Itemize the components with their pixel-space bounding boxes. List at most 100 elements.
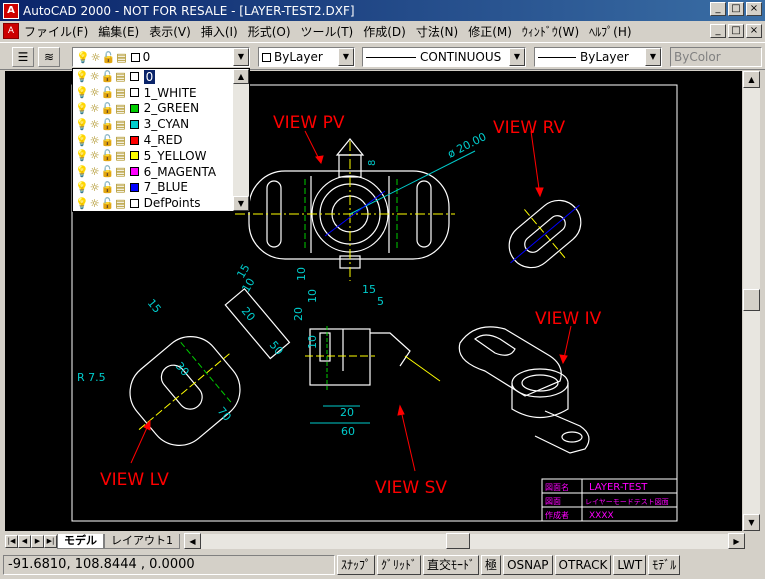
layer-list-scroll-down-icon[interactable]: ▼ [233, 196, 249, 211]
lineweight-preview [538, 56, 576, 58]
layer-state-icons[interactable]: 💡☼🔓▤ [75, 101, 127, 115]
layer-state-icons[interactable]: 💡☼🔓▤ [75, 180, 127, 194]
ortho-toggle[interactable]: 直交ﾓｰﾄﾞ [423, 555, 480, 575]
doc-close-button[interactable]: × [746, 24, 762, 38]
status-bar: -91.6810, 108.8444 , 0.0000 ｽﾅｯﾌﾟ ｸﾞﾘｯﾄﾞ… [0, 553, 765, 577]
menu-format[interactable]: 形式(O) [247, 24, 291, 39]
make-object-layer-current-icon[interactable]: ≋ [38, 47, 60, 67]
layer-state-icons[interactable]: 💡☼🔓▤ [75, 133, 127, 147]
layer-state-icons[interactable]: 💡☼🔓▤ [75, 117, 127, 131]
dim-20a: 20 [239, 305, 258, 324]
model-toggle[interactable]: ﾓﾃﾞﾙ [648, 555, 681, 575]
view-lv-part [129, 336, 241, 446]
minimize-button[interactable]: _ [710, 2, 726, 16]
autocad-app-icon[interactable]: A [3, 2, 19, 19]
window-controls: _ □ × [710, 2, 762, 16]
layer-list-scrollbar[interactable]: ▲ ▼ [233, 69, 249, 211]
grid-toggle[interactable]: ｸﾞﾘｯﾄﾞ [377, 555, 422, 575]
menu-edit[interactable]: 編集(E) [98, 24, 140, 39]
layer-item[interactable]: 💡☼🔓▤ 1_WHITE [73, 85, 249, 101]
tab-model[interactable]: モデル [57, 533, 104, 549]
otrack-toggle[interactable]: OTRACK [554, 555, 612, 575]
plotstyle-combo: ByColor [670, 47, 762, 67]
layer-state-icons[interactable]: 💡☼🔓▤ [75, 165, 127, 179]
dim-diameter: ø 20.00 [445, 130, 488, 161]
label-view-lv: VIEW LV [100, 470, 169, 490]
layer-combo[interactable]: 💡☼🔓▤ 0 ▼ [72, 47, 250, 67]
prev-tab-icon[interactable]: ◀ [18, 534, 31, 548]
title-block: 図面名 LAYER-TEST 図面 レイヤーモードテスト図面 作成者 XXXX [541, 478, 678, 522]
polar-toggle[interactable]: 極 [481, 555, 502, 575]
layer-list-scroll-up-icon[interactable]: ▲ [233, 69, 249, 84]
color-combo[interactable]: ByLayer ▼ [258, 47, 355, 67]
layer-color-swatch [129, 88, 139, 98]
view-pv-part [248, 138, 450, 269]
layer-manager-icon[interactable]: ☰ [12, 47, 34, 67]
title-block-value-3: XXXX [589, 511, 614, 521]
layer-item[interactable]: 💡☼🔓▤ 0 [73, 69, 249, 85]
menu-modify[interactable]: 修正(M) [468, 24, 512, 39]
layer-item[interactable]: 💡☼🔓▤ 5_YELLOW [73, 148, 249, 164]
layer-state-icons[interactable]: 💡☼🔓▤ [75, 149, 127, 163]
maximize-button[interactable]: □ [728, 2, 744, 16]
horizontal-scroll-thumb[interactable] [446, 532, 470, 549]
coordinate-readout[interactable]: -91.6810, 108.8444 , 0.0000 [3, 555, 335, 575]
layer-combo-dropdown-icon[interactable]: ▼ [233, 48, 249, 66]
menu-insert[interactable]: 挿入(I) [200, 24, 238, 39]
next-tab-icon[interactable]: ▶ [31, 534, 44, 548]
layer-item[interactable]: 💡☼🔓▤ 3_CYAN [73, 116, 249, 132]
scroll-right-icon[interactable]: ▶ [728, 532, 745, 549]
first-tab-icon[interactable]: |◀ [5, 534, 18, 548]
last-tab-icon[interactable]: ▶| [44, 534, 57, 548]
menu-tools[interactable]: ツール(T) [300, 24, 354, 39]
layer-state-icons[interactable]: 💡☼🔓▤ [75, 196, 127, 210]
layer-item[interactable]: 💡☼🔓▤ 4_RED [73, 132, 249, 148]
layer-color-swatch [129, 167, 139, 177]
linetype-combo[interactable]: CONTINUOUS ▼ [362, 47, 526, 67]
doc-minimize-button[interactable]: _ [710, 24, 726, 38]
dim-70: 70 [215, 405, 234, 424]
menu-window[interactable]: ｳｨﾝﾄﾞｳ(W) [521, 24, 580, 39]
menu-help[interactable]: ﾍﾙﾌﾟ(H) [589, 24, 632, 39]
linetype-combo-dropdown-icon[interactable]: ▼ [509, 48, 525, 66]
dim-15b: 15 [362, 283, 376, 296]
scroll-down-icon[interactable]: ▼ [743, 514, 760, 531]
layer-item[interactable]: 💡☼🔓▤ 6_MAGENTA [73, 164, 249, 180]
layer-state-icons[interactable]: 💡☼🔓▤ [75, 70, 127, 84]
document-icon[interactable]: A [3, 23, 19, 39]
menu-view[interactable]: 表示(V) [149, 24, 191, 39]
layer-item[interactable]: 💡☼🔓▤ 7_BLUE [73, 180, 249, 196]
dim-r75: R 7.5 [77, 371, 106, 384]
menu-file[interactable]: ファイル(F) [24, 24, 89, 39]
layer-item[interactable]: 💡☼🔓▤ 2_GREEN [73, 101, 249, 117]
menu-draw[interactable]: 作成(D) [363, 24, 406, 39]
dim-5: 5 [377, 295, 384, 308]
scroll-left-icon[interactable]: ◀ [184, 532, 201, 549]
color-combo-dropdown-icon[interactable]: ▼ [338, 48, 354, 66]
layer-color-swatch [129, 151, 139, 161]
close-button[interactable]: × [746, 2, 762, 16]
lineweight-combo[interactable]: ByLayer ▼ [534, 47, 662, 67]
scroll-up-icon[interactable]: ▲ [743, 71, 760, 88]
horizontal-scrollbar[interactable]: ◀ ▶ [184, 532, 745, 549]
lwt-toggle[interactable]: LWT [613, 555, 647, 575]
document-window-controls: _ □ × [710, 24, 762, 38]
layer-name: 5_YELLOW [143, 148, 207, 163]
snap-toggle[interactable]: ｽﾅｯﾌﾟ [337, 555, 376, 575]
vertical-scrollbar[interactable]: ▲ ▼ [743, 71, 760, 531]
layer-color-swatch [129, 182, 139, 192]
lineweight-combo-dropdown-icon[interactable]: ▼ [645, 48, 661, 66]
vertical-scroll-thumb[interactable] [743, 289, 760, 311]
window-title: AutoCAD 2000 - NOT FOR RESALE - [LAYER-T… [23, 3, 355, 18]
layer-item[interactable]: 💡☼🔓▤ DefPoints [73, 195, 249, 211]
tab-layout1[interactable]: レイアウト1 [104, 533, 180, 549]
title-bar: A AutoCAD 2000 - NOT FOR RESALE - [LAYER… [0, 0, 765, 21]
menu-dimension[interactable]: 寸法(N) [415, 24, 459, 39]
dim-10a: 10 [239, 276, 257, 295]
object-properties-toolbar: ☰ ≋ 💡☼🔓▤ 0 ▼ ByLayer ▼ CONTINUOUS ▼ ByLa… [0, 42, 765, 70]
doc-restore-button[interactable]: □ [728, 24, 744, 38]
layer-state-icons[interactable]: 💡☼🔓▤ [75, 86, 127, 100]
osnap-toggle[interactable]: OSNAP [503, 555, 553, 575]
dim-10c: 10 [306, 289, 319, 303]
layer-dropdown-list[interactable]: 💡☼🔓▤ 0 💡☼🔓▤ 1_WHITE 💡☼🔓▤ 2_GREEN 💡☼🔓▤ 3_… [72, 68, 250, 212]
